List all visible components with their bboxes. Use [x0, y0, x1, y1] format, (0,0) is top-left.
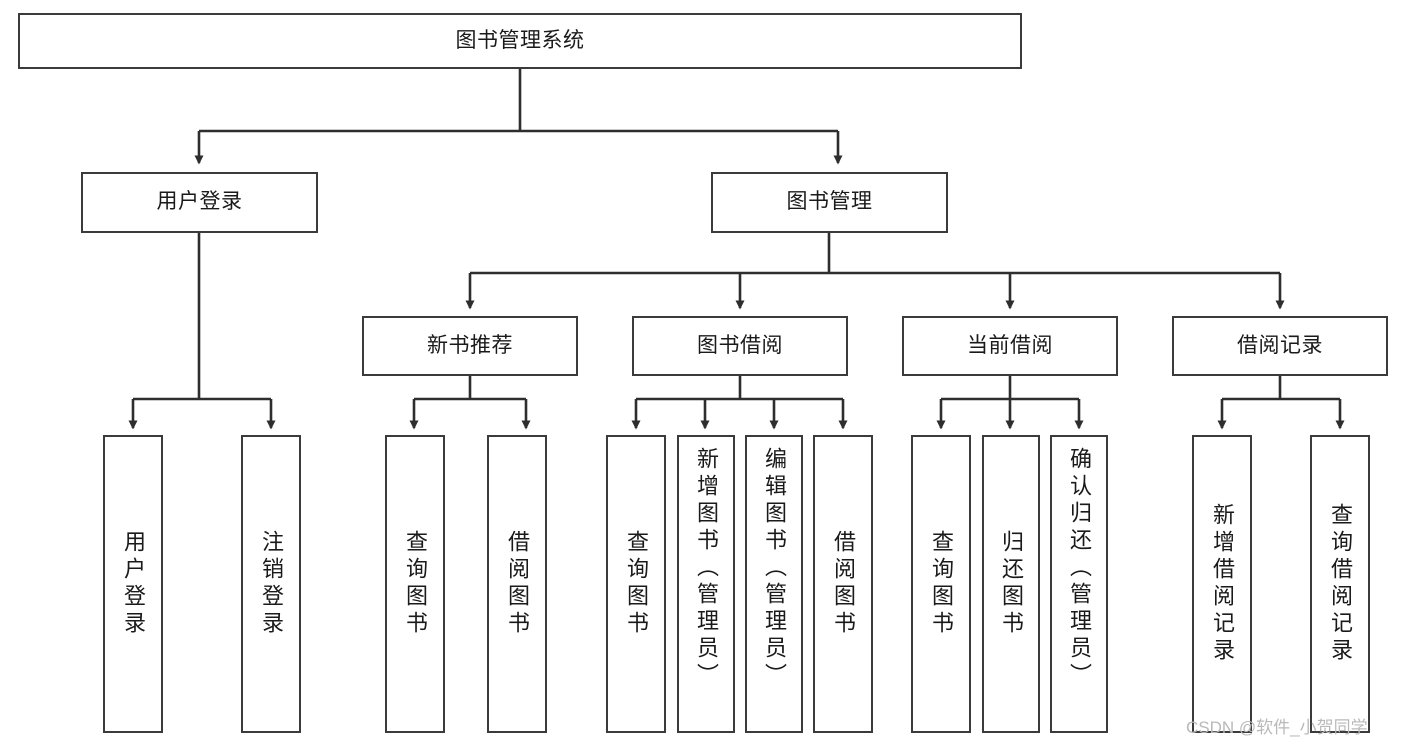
csdn-watermark: CSDN @软件_小贺同学 — [1186, 718, 1368, 737]
node-label: 新增图书（管理员） — [694, 447, 719, 690]
node-label: 归还图书 — [999, 530, 1024, 638]
leaf-user-login-login[interactable]: 用户登录 — [103, 435, 163, 733]
node-label: 查询图书 — [403, 530, 428, 638]
leaf-borrow-record-add-record[interactable]: 新增借阅记录 — [1192, 435, 1252, 733]
leaf-current-borrow-return-books[interactable]: 归还图书 — [982, 435, 1040, 733]
node-root-book-management-system[interactable]: 图书管理系统 — [18, 13, 1022, 69]
node-label: 新书推荐 — [427, 333, 513, 357]
leaf-book-borrow-edit-book-admin[interactable]: 编辑图书（管理员） — [745, 435, 803, 733]
node-label: 图书管理 — [786, 190, 873, 214]
node-user-login[interactable]: 用户登录 — [81, 172, 318, 233]
leaf-new-book-query-books[interactable]: 查询图书 — [385, 435, 445, 733]
node-label: 借阅图书 — [505, 530, 530, 638]
node-label: 查询借阅记录 — [1328, 503, 1353, 665]
leaf-new-book-borrow-books[interactable]: 借阅图书 — [487, 435, 547, 733]
leaf-book-borrow-query-books[interactable]: 查询图书 — [606, 435, 666, 733]
leaf-user-login-logout[interactable]: 注销登录 — [241, 435, 301, 733]
node-label: 借阅记录 — [1237, 333, 1323, 357]
node-label: 查询图书 — [929, 530, 954, 638]
node-new-book-recommend[interactable]: 新书推荐 — [362, 316, 578, 376]
node-label: 注销登录 — [259, 530, 284, 638]
node-book-management[interactable]: 图书管理 — [711, 172, 948, 233]
node-current-borrow[interactable]: 当前借阅 — [902, 316, 1118, 376]
node-book-borrow[interactable]: 图书借阅 — [632, 316, 848, 376]
leaf-current-borrow-confirm-return-admin[interactable]: 确认归还（管理员） — [1050, 435, 1108, 733]
node-label: 用户登录 — [156, 190, 243, 214]
node-label: 用户登录 — [121, 530, 146, 638]
node-label: 编辑图书（管理员） — [762, 447, 787, 690]
node-label: 查询图书 — [624, 530, 649, 638]
leaf-borrow-record-query-record[interactable]: 查询借阅记录 — [1310, 435, 1370, 733]
node-label: 确认归还（管理员） — [1067, 447, 1092, 690]
node-label: 当前借阅 — [967, 333, 1053, 357]
leaf-book-borrow-borrow-books[interactable]: 借阅图书 — [813, 435, 873, 733]
node-label: 借阅图书 — [831, 530, 856, 638]
node-label: 新增借阅记录 — [1210, 503, 1235, 665]
node-label: 图书管理系统 — [455, 28, 585, 52]
node-label: 图书借阅 — [697, 333, 783, 357]
leaf-book-borrow-add-book-admin[interactable]: 新增图书（管理员） — [677, 435, 735, 733]
node-borrow-record[interactable]: 借阅记录 — [1172, 316, 1388, 376]
leaf-current-borrow-query-books[interactable]: 查询图书 — [911, 435, 971, 733]
